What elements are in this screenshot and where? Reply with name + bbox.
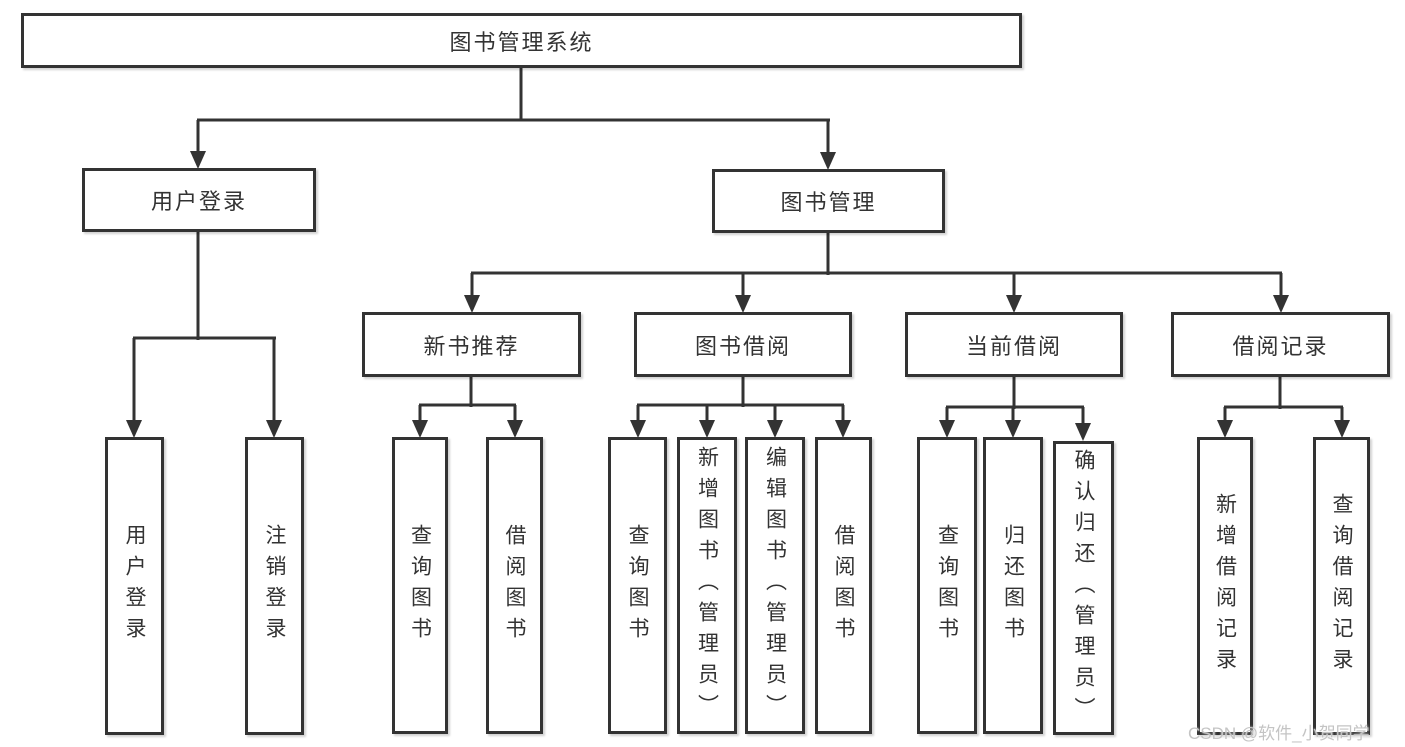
node-borrow-record-label: 借阅记录 <box>1232 333 1329 359</box>
node-root: 图书管理系统 <box>21 13 1022 68</box>
node-book-borrow-label: 图书借阅 <box>694 333 791 359</box>
leaf-confirm-return-admin: 确认归还（管理员） <box>1053 441 1114 735</box>
leaf-add-borrow-record: 新增借阅记录 <box>1197 437 1253 735</box>
leaf-query-book-2: 查询图书 <box>608 437 667 734</box>
node-current-borrow-label: 当前借阅 <box>965 333 1062 359</box>
leaf-add-book-admin: 新增图书（管理员） <box>677 437 737 734</box>
leaf-add-borrow-record-label: 新增借阅记录 <box>1213 493 1237 679</box>
leaf-query-book-3-label: 查询图书 <box>935 523 959 648</box>
csdn-watermark: CSDN @软件_小贺同学 <box>1188 724 1370 743</box>
node-user-login-label: 用户登录 <box>150 189 247 214</box>
leaf-user-login: 用户登录 <box>105 437 164 735</box>
leaf-borrow-book-1: 借阅图书 <box>486 437 543 734</box>
leaf-return-book: 归还图书 <box>983 437 1043 734</box>
leaf-add-book-admin-label: 新增图书（管理员） <box>695 446 719 725</box>
node-new-book-recommend: 新书推荐 <box>362 312 581 377</box>
leaf-query-borrow-record: 查询借阅记录 <box>1313 437 1370 735</box>
node-book-management: 图书管理 <box>712 169 945 233</box>
node-root-label: 图书管理系统 <box>449 29 594 55</box>
node-borrow-record: 借阅记录 <box>1171 312 1390 377</box>
leaf-borrow-book-2: 借阅图书 <box>815 437 872 734</box>
node-new-book-recommend-label: 新书推荐 <box>423 333 520 359</box>
leaf-borrow-book-1-label: 借阅图书 <box>503 523 526 648</box>
leaf-return-book-label: 归还图书 <box>1001 523 1025 648</box>
leaf-logout-label: 注销登录 <box>263 524 286 648</box>
leaf-logout: 注销登录 <box>245 437 304 735</box>
leaf-query-book-1-label: 查询图书 <box>408 523 432 648</box>
node-user-login: 用户登录 <box>82 168 316 232</box>
leaf-borrow-book-2-label: 借阅图书 <box>832 523 855 648</box>
leaf-edit-book-admin-label: 编辑图书（管理员） <box>763 446 787 725</box>
leaf-query-book-1: 查询图书 <box>392 437 448 734</box>
leaf-query-book-3: 查询图书 <box>917 437 977 734</box>
leaf-query-book-2-label: 查询图书 <box>626 523 649 648</box>
node-book-management-label: 图书管理 <box>780 190 877 215</box>
node-current-borrow: 当前借阅 <box>905 312 1123 377</box>
leaf-user-login-label: 用户登录 <box>123 524 146 648</box>
node-book-borrow: 图书借阅 <box>634 312 852 377</box>
leaf-edit-book-admin: 编辑图书（管理员） <box>745 437 805 734</box>
leaf-confirm-return-admin-label: 确认归还（管理员） <box>1072 448 1095 728</box>
leaf-query-borrow-record-label: 查询借阅记录 <box>1330 493 1353 679</box>
